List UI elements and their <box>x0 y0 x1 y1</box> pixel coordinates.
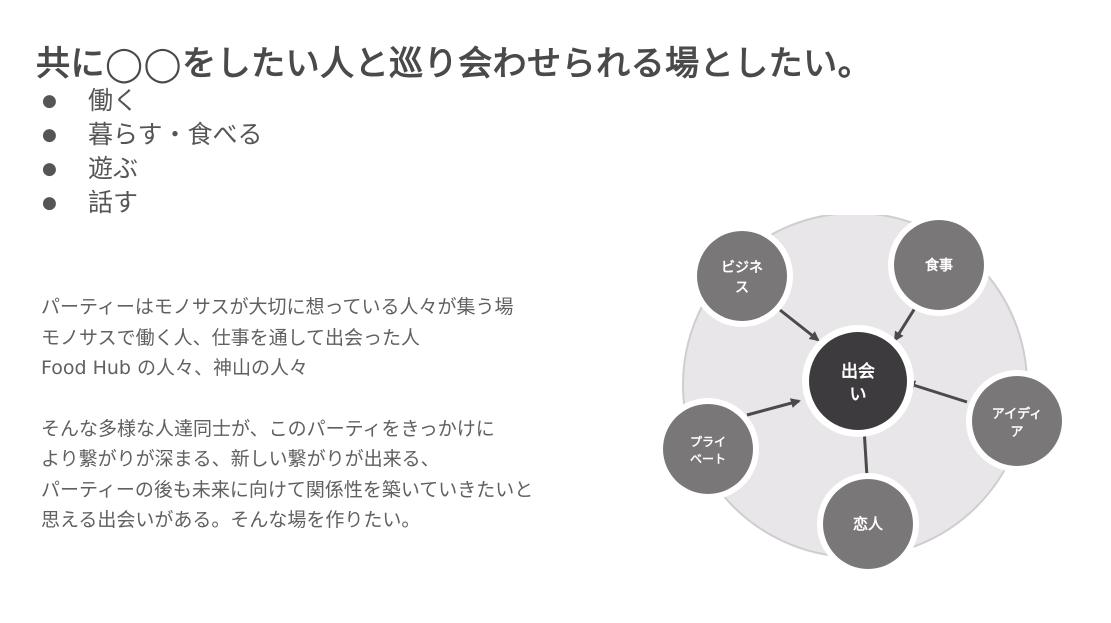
bullet-dot-icon: ● <box>42 159 57 179</box>
slide-title: 共に◯◯をしたい人と巡り会わせられる場としたい。 <box>36 44 873 84</box>
bullet-item: ● 話す <box>42 186 263 220</box>
bullet-item: ● 遊ぶ <box>42 152 263 186</box>
body-line: Food Hub の人々、神山の人々 <box>41 357 309 379</box>
body-line: モノサスで働く人、仕事を通して出会った人 <box>41 326 421 349</box>
bullet-item: ● 働く <box>42 84 263 118</box>
body-line: 思える出会いがある。そんな場を作りたい。 <box>41 509 421 531</box>
bullet-item: ● 暮らす・食べる <box>42 118 263 152</box>
arrow-food <box>893 307 917 342</box>
node-private: プライ ベート <box>657 398 759 500</box>
arrow-private <box>746 398 801 417</box>
node-business: ビジネ ス <box>691 225 793 327</box>
encounter-diagram: ビジネ ス 食事 アイディ ア 恋人 プライ ベート 出会 い <box>657 215 1068 575</box>
arrow-business <box>779 308 820 342</box>
node-label: ビジネ <box>721 260 763 276</box>
bullet-dot-icon: ● <box>42 91 57 111</box>
node-love: 恋人 <box>817 473 919 575</box>
bullet-dot-icon: ● <box>42 125 57 145</box>
node-label: 恋人 <box>853 515 884 533</box>
body-line: パーティーの後も未来に向けて関係性を築いていきたいと <box>41 478 534 501</box>
node-idea: アイディ ア <box>966 370 1068 472</box>
node-label: ス <box>735 280 749 296</box>
arrow-idea <box>905 380 968 404</box>
bullet-list: ● 働く ● 暮らす・食べる ● 遊ぶ ● 話す <box>42 84 263 220</box>
node-label: プライ <box>690 434 726 449</box>
bullet-dot-icon: ● <box>42 193 57 213</box>
node-label: ベート <box>690 452 726 466</box>
bullet-label: 遊ぶ <box>88 154 139 183</box>
center-label: 出会 <box>841 361 875 382</box>
body-text: パーティーはモノサスが大切に想っている人々が集う場 モノサスで働く人、仕事を通し… <box>41 292 533 536</box>
node-label: 食事 <box>925 257 953 274</box>
node-label: ア <box>1010 425 1023 440</box>
center-node: 出会 い <box>802 325 914 437</box>
bullet-label: 話す <box>88 188 139 217</box>
center-label: い <box>850 385 867 405</box>
bullet-label: 働く <box>88 86 139 115</box>
node-label: アイディ <box>992 406 1042 422</box>
node-food: 食事 <box>888 215 990 316</box>
body-line: そんな多様な人達同士が、このパーティをきっかけに <box>41 417 495 440</box>
body-line: より繋がりが深まる、新しい繋がりが出来る、 <box>41 448 440 470</box>
body-line: パーティーはモノサスが大切に想っている人々が集う場 <box>41 296 514 318</box>
bullet-label: 暮らす・食べる <box>88 120 263 149</box>
